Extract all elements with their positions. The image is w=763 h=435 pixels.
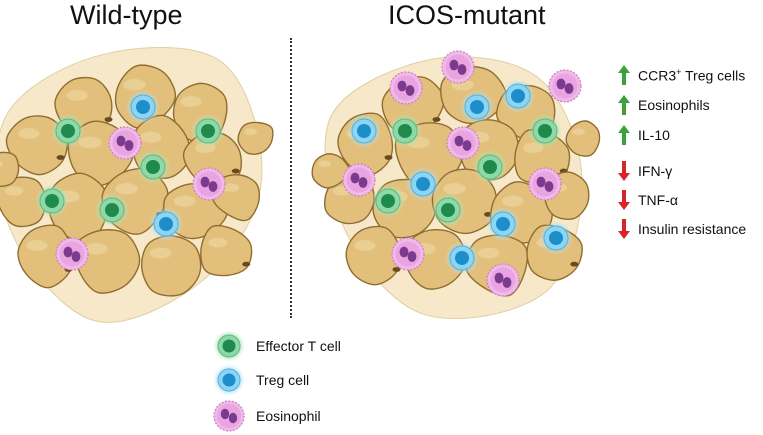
adipocyte-highlight	[180, 96, 202, 107]
up-arrow-icon	[618, 125, 630, 145]
effect-ccr3-treg: CCR3+ Treg cells	[618, 62, 745, 88]
adipocyte-highlight	[443, 183, 466, 195]
adipocyte-highlight	[477, 247, 500, 259]
down-arrow-icon	[618, 219, 630, 239]
adipocyte-highlight	[173, 195, 196, 207]
adipocyte-nucleus	[570, 261, 579, 267]
down-arrow-icon	[618, 161, 630, 181]
adipocyte	[237, 121, 274, 155]
adipocyte-highlight	[26, 240, 48, 251]
legend-label: Treg cell	[256, 372, 310, 388]
adipocyte-highlight	[123, 79, 146, 91]
adipocyte-nucleus	[56, 155, 65, 160]
wild-type-adipose-tissue	[0, 47, 274, 323]
effector-t-cell-icon	[35, 184, 69, 218]
eosinophil-icon	[528, 167, 562, 201]
adipocyte-highlight	[0, 160, 3, 167]
panel-divider	[290, 38, 292, 318]
treg-cell-icon	[445, 241, 479, 275]
wild-type-immune-cells	[35, 90, 226, 271]
effector-t-cell-icon	[95, 193, 129, 227]
effector-t-cell-icon	[473, 150, 507, 184]
eosinophil-icon	[446, 126, 480, 160]
adipocyte-highlight	[66, 90, 88, 101]
adipocyte-nucleus	[231, 168, 240, 174]
effect-ifn-gamma: IFN-γ	[618, 158, 672, 184]
adipocyte-nucleus	[104, 117, 113, 122]
treg-cell-icon	[406, 167, 440, 201]
adipocyte-highlight	[222, 183, 240, 192]
legend-eosinophil: Eosinophil	[212, 399, 321, 433]
adipocyte	[200, 224, 253, 277]
treg-cell-icon	[460, 90, 494, 124]
effector-t-cell-icon	[528, 114, 562, 148]
adipocyte-nucleus	[384, 155, 393, 160]
eosinophil-icon	[108, 126, 142, 160]
adipocyte-highlight	[5, 186, 24, 196]
icos-mutant-immune-cells	[342, 50, 582, 297]
adipocyte-nucleus	[432, 117, 441, 122]
adipocyte-highlight	[149, 247, 172, 259]
adipocyte-highlight	[139, 131, 162, 143]
treg-cell-icon	[126, 90, 160, 124]
adipocyte-highlight	[501, 195, 524, 207]
effector-t-cell-icon	[191, 114, 225, 148]
eosinophil-icon	[486, 263, 520, 297]
wild-type-title: Wild-type	[70, 0, 183, 30]
effector-t-cell-icon	[213, 330, 245, 362]
icos-mutant-title: ICOS-mutant	[388, 0, 546, 30]
treg-cell-icon	[501, 79, 535, 113]
effect-il10: IL-10	[618, 122, 670, 148]
effect-label: IFN-γ	[638, 163, 673, 179]
treg-cell-icon	[486, 207, 520, 241]
effector-t-cell-icon	[371, 184, 405, 218]
adipocyte-highlight	[244, 128, 257, 135]
eosinophil-icon	[342, 163, 376, 197]
adipocyte-nucleus	[242, 261, 251, 267]
treg-cell-icon	[213, 364, 245, 396]
up-arrow-icon	[618, 65, 630, 85]
effector-t-cell-icon	[51, 114, 85, 148]
adipocyte-highlight	[354, 240, 376, 251]
effector-t-cell-icon	[431, 193, 465, 227]
effect-label: CCR3+ Treg cells	[638, 66, 746, 84]
adipocyte-highlight	[572, 128, 585, 135]
effector-t-cell-icon	[388, 114, 422, 148]
effect-insulin-resistance: Insulin resistance	[618, 216, 746, 242]
adipocyte	[140, 235, 202, 297]
effect-tnf-alpha: TNF-α	[618, 187, 678, 213]
eosinophil-icon	[441, 50, 475, 84]
eosinophil-icon	[548, 69, 582, 103]
eosinophil-icon	[391, 237, 425, 271]
adipocyte-highlight	[318, 160, 331, 167]
eosinophil-icon	[213, 400, 245, 432]
eosinophil-icon	[55, 237, 89, 271]
legend-label: Eosinophil	[256, 408, 321, 424]
adipocyte-highlight	[18, 128, 40, 139]
legend-label: Effector T cell	[256, 338, 341, 354]
treg-cell-icon	[149, 207, 183, 241]
legend-effector-t-cell: Effector T cell	[212, 329, 341, 363]
effect-label: IL-10	[638, 127, 670, 143]
adipocyte-highlight	[85, 243, 108, 255]
effect-label: Insulin resistance	[638, 221, 747, 237]
legend-treg-cell: Treg cell	[212, 363, 309, 397]
up-arrow-icon	[618, 95, 630, 115]
adipocyte-highlight	[78, 136, 102, 149]
adipocyte	[0, 151, 20, 187]
adipocyte-highlight	[115, 183, 138, 195]
eosinophil-icon	[192, 167, 226, 201]
effect-eosinophils: Eosinophils	[618, 92, 710, 118]
eosinophil-icon	[389, 71, 423, 105]
adipocyte-highlight	[208, 237, 228, 248]
adipocyte-nucleus	[392, 267, 401, 272]
treg-cell-icon	[539, 221, 573, 255]
effect-label: Eosinophils	[638, 97, 710, 113]
effector-t-cell-icon	[136, 150, 170, 184]
treg-cell-icon	[347, 114, 381, 148]
down-arrow-icon	[618, 190, 630, 210]
effect-label: TNF-α	[638, 192, 678, 208]
